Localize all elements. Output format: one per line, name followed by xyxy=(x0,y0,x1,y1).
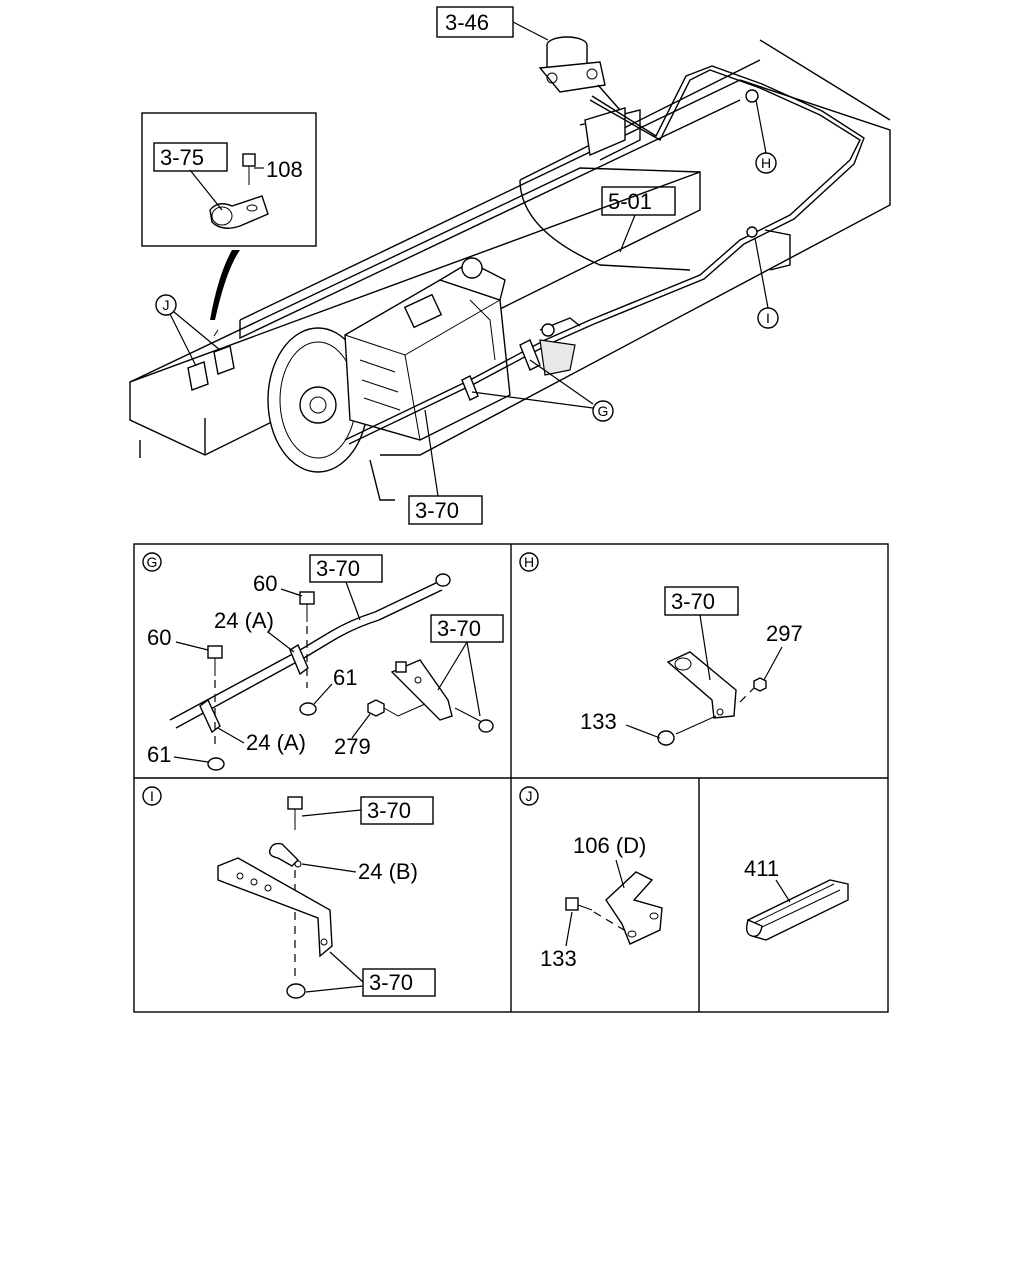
ref-3-46-label: 3-46 xyxy=(445,10,489,35)
h-part-297: 297 xyxy=(766,621,803,646)
part-108-label: 108 xyxy=(266,157,303,182)
detail-i: I 3-70 24 (B) 3-70 xyxy=(142,786,436,999)
air-dryer-illustration xyxy=(538,36,621,111)
ref-box-5-01: 5-01 xyxy=(601,186,676,253)
ref-box-3-46: 3-46 xyxy=(436,6,549,41)
frame-chassis xyxy=(129,39,891,501)
j-part-133: 133 xyxy=(540,946,577,971)
transmission-illustration xyxy=(267,257,511,473)
svg-text:I: I xyxy=(766,310,770,326)
h-part-133: 133 xyxy=(580,709,617,734)
i-part-24b: 24 (B) xyxy=(358,859,418,884)
ref-box-3-70-overview: 3-70 xyxy=(408,409,483,525)
g-part-60-left: 60 xyxy=(147,625,171,650)
svg-text:I: I xyxy=(150,788,154,804)
svg-text:H: H xyxy=(761,155,771,171)
svg-text:G: G xyxy=(598,403,609,419)
i-ref-3-70-bottom: 3-70 xyxy=(369,970,413,995)
ref-3-70-overview-label: 3-70 xyxy=(415,498,459,523)
svg-text:J: J xyxy=(526,788,533,804)
g-part-24a-top: 24 (A) xyxy=(214,608,274,633)
detail-j: J 106 (D) 133 411 xyxy=(519,786,849,971)
svg-text:J: J xyxy=(163,297,170,313)
j-brackets xyxy=(187,250,240,391)
ref-5-01-label: 5-01 xyxy=(608,189,652,214)
marker-g-overview: G xyxy=(471,359,614,422)
g-ref-3-70-right: 3-70 xyxy=(437,616,481,641)
air-pipe-route xyxy=(344,65,865,445)
j-part-411: 411 xyxy=(744,856,779,881)
g-part-61-left: 61 xyxy=(147,742,171,767)
detail-grid xyxy=(133,543,889,1013)
h-ref-3-70: 3-70 xyxy=(671,589,715,614)
inset-3-75 xyxy=(141,112,317,247)
svg-text:H: H xyxy=(524,554,534,570)
g-part-24a-bottom: 24 (A) xyxy=(246,730,306,755)
j-part-106d: 106 (D) xyxy=(573,833,646,858)
marker-i-overview: I xyxy=(754,237,779,329)
ref-3-75-label: 3-75 xyxy=(160,145,204,170)
marker-j-overview: J xyxy=(155,294,221,367)
marker-h-overview: H xyxy=(755,99,777,174)
detail-h: H 3-70 297 133 xyxy=(519,552,803,746)
g-part-61-right: 61 xyxy=(333,665,357,690)
detail-g: G 3-70 3-70 60 6 xyxy=(142,552,504,771)
i-ref-3-70-top: 3-70 xyxy=(367,798,411,823)
svg-text:G: G xyxy=(147,554,158,570)
g-part-60-top: 60 xyxy=(253,571,277,596)
ref-box-3-75: 3-75 xyxy=(153,142,228,172)
g-ref-3-70-top: 3-70 xyxy=(316,556,360,581)
